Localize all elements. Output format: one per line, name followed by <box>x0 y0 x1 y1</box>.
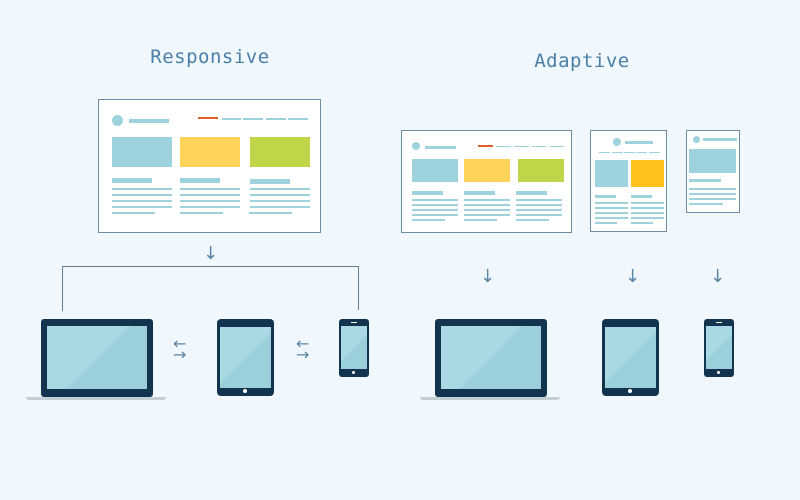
tablet-icon <box>602 319 659 396</box>
nav-item <box>266 118 286 120</box>
connector-line <box>62 266 359 267</box>
site-name-bar <box>129 119 169 123</box>
phone-icon <box>704 319 734 377</box>
arrow-down-icon: ↓ <box>480 266 496 287</box>
arrow-down-icon: ↓ <box>203 243 219 264</box>
arrow-left-icon: ← <box>173 334 187 353</box>
adaptive-tablet-wireframe <box>590 130 667 232</box>
arrow-down-icon: ↓ <box>625 266 641 287</box>
phone-icon <box>339 319 369 377</box>
laptop-icon <box>420 319 560 401</box>
nav-active <box>198 117 218 119</box>
arrow-down-icon: ↓ <box>710 266 726 287</box>
arrow-left-icon: ← <box>296 334 310 353</box>
responsive-wireframe <box>98 99 321 233</box>
arrow-right-icon: → <box>173 345 187 364</box>
card-image-yellow <box>180 137 240 167</box>
adaptive-title: Adaptive <box>534 50 630 72</box>
nav-item <box>243 118 263 120</box>
adaptive-desktop-wireframe <box>401 130 572 233</box>
logo-icon <box>112 115 123 126</box>
connector-line <box>62 266 63 311</box>
nav-item <box>222 118 241 120</box>
card-image-blue <box>112 137 172 167</box>
laptop-icon <box>26 319 166 401</box>
adaptive-phone-wireframe <box>686 130 740 213</box>
responsive-title: Responsive <box>150 46 270 68</box>
tablet-icon <box>217 319 274 396</box>
card-image-green <box>250 137 310 167</box>
connector-line <box>358 266 359 310</box>
nav-item <box>288 118 308 120</box>
arrow-right-icon: → <box>296 345 310 364</box>
